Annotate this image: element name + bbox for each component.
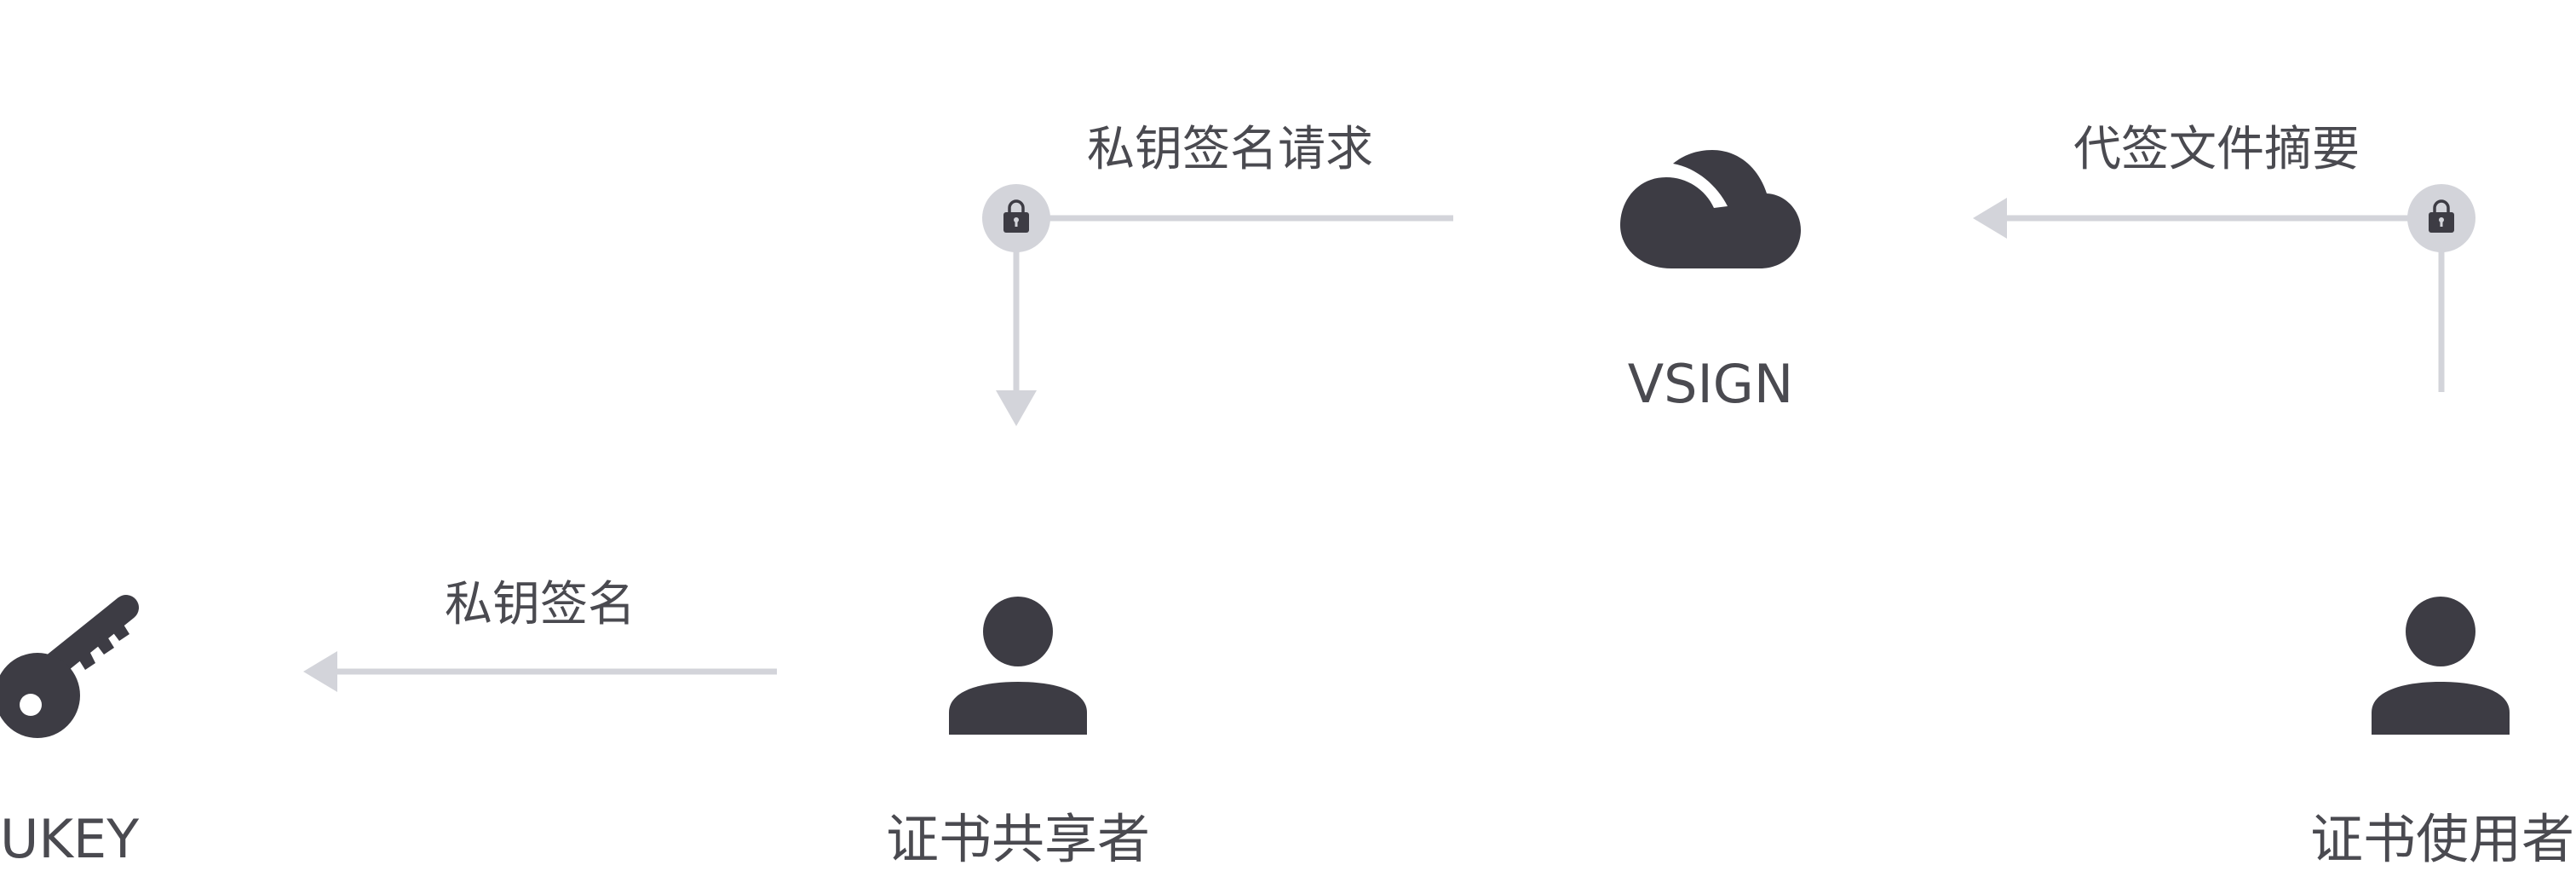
key-icon	[0, 595, 139, 738]
connector-user-to-vsign	[1973, 198, 2445, 392]
cloud-icon	[1620, 150, 1801, 268]
person-icon	[949, 597, 1087, 735]
lock-icon	[2407, 184, 2475, 252]
lock-icon	[982, 184, 1050, 252]
node-label-ukey: UKEY	[0, 808, 139, 870]
connector-sharer-to-ukey	[303, 651, 777, 692]
edge-label-signature: 私钥签名	[445, 577, 635, 632]
person-icon	[2372, 597, 2510, 735]
arrowhead-left	[1973, 198, 2007, 239]
edge-label-request: 私钥签名请求	[1087, 122, 1373, 177]
node-label-vsign: VSIGN	[1628, 353, 1793, 415]
node-label-sharer: 证书共享者	[886, 808, 1150, 870]
edge-label-digest: 代签文件摘要	[2073, 122, 2360, 177]
connector-vsign-to-sharer	[996, 215, 1453, 426]
arrowhead-down	[996, 390, 1037, 426]
arrowhead-left	[303, 651, 337, 692]
node-label-user: 证书使用者	[2310, 808, 2574, 870]
